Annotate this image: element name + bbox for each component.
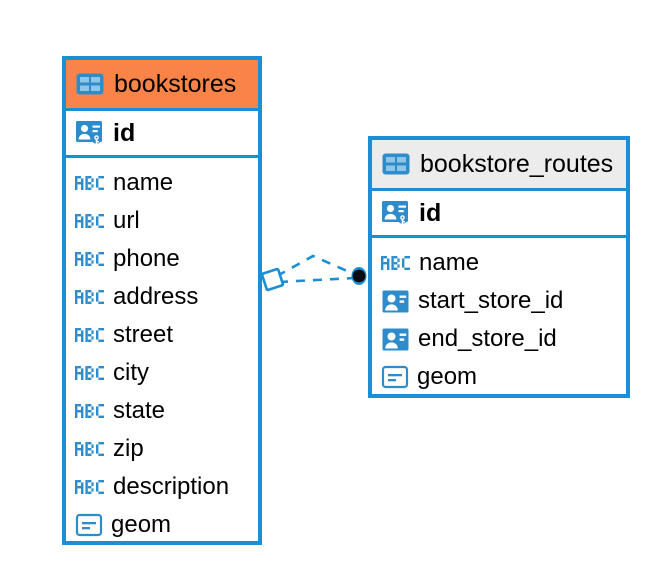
abc-text-icon xyxy=(75,400,105,422)
field-label: address xyxy=(113,283,199,310)
entity-bookstore-routes[interactable]: bookstore_routes id xyxy=(368,136,630,398)
field-row-phone[interactable]: phone xyxy=(66,240,258,278)
table-icon xyxy=(381,149,411,179)
filled-circle-marker xyxy=(351,267,367,285)
abc-text-icon xyxy=(75,324,105,346)
entity-title: bookstore_routes xyxy=(420,149,614,178)
relationship-line-straight xyxy=(278,276,356,284)
field-row-geom[interactable]: geom xyxy=(66,506,258,544)
field-label: state xyxy=(113,397,166,424)
field-row-name[interactable]: name xyxy=(372,244,626,282)
field-label: name xyxy=(419,249,480,276)
field-label: name xyxy=(113,169,174,196)
foreign-key-icon xyxy=(381,287,410,316)
field-label: id xyxy=(113,118,136,147)
abc-text-icon xyxy=(75,248,105,270)
field-row-geom[interactable]: geom xyxy=(372,358,626,396)
field-list-bookstore-routes: name start_store_id xyxy=(372,238,626,396)
field-row-end-store-id[interactable]: end_store_id xyxy=(372,320,626,358)
table-icon xyxy=(75,69,105,99)
field-row-city[interactable]: city xyxy=(66,354,258,392)
geometry-icon xyxy=(381,363,409,391)
field-list-bookstores: name u xyxy=(66,158,258,544)
abc-text-icon xyxy=(75,172,105,194)
diamond-marker xyxy=(260,267,285,292)
field-row-name[interactable]: name xyxy=(66,164,258,202)
field-label: geom xyxy=(417,363,478,390)
abc-text-icon xyxy=(75,286,105,308)
field-row-zip[interactable]: zip xyxy=(66,430,258,468)
relationship-connector[interactable] xyxy=(255,238,375,308)
foreign-key-icon xyxy=(381,325,410,354)
field-row-street[interactable]: street xyxy=(66,316,258,354)
primary-key-icon xyxy=(381,198,411,228)
field-label: url xyxy=(113,207,140,234)
field-row-primary-key[interactable]: id xyxy=(372,191,626,238)
field-row-description[interactable]: description xyxy=(66,468,258,506)
field-label: zip xyxy=(113,435,144,462)
entity-header-bookstores[interactable]: bookstores xyxy=(66,60,258,111)
abc-text-icon xyxy=(381,252,411,274)
field-label: end_store_id xyxy=(418,325,557,352)
field-label: start_store_id xyxy=(418,287,564,314)
abc-text-icon xyxy=(75,476,105,498)
field-row-address[interactable]: address xyxy=(66,278,258,316)
geometry-icon xyxy=(75,511,103,539)
entity-bookstores[interactable]: bookstores id xyxy=(62,56,262,545)
field-label: city xyxy=(113,359,149,386)
field-label: id xyxy=(419,198,442,227)
field-row-state[interactable]: state xyxy=(66,392,258,430)
entity-title: bookstores xyxy=(114,69,237,98)
field-label: phone xyxy=(113,245,180,272)
field-row-url[interactable]: url xyxy=(66,202,258,240)
abc-text-icon xyxy=(75,438,105,460)
field-label: description xyxy=(113,473,230,500)
entity-header-bookstore-routes[interactable]: bookstore_routes xyxy=(372,140,626,191)
abc-text-icon xyxy=(75,210,105,232)
field-label: street xyxy=(113,321,174,348)
abc-text-icon xyxy=(75,362,105,384)
field-label: geom xyxy=(111,511,172,538)
primary-key-icon xyxy=(75,118,105,148)
field-row-primary-key[interactable]: id xyxy=(66,111,258,158)
relationship-line-arched xyxy=(276,254,355,278)
field-row-start-store-id[interactable]: start_store_id xyxy=(372,282,626,320)
